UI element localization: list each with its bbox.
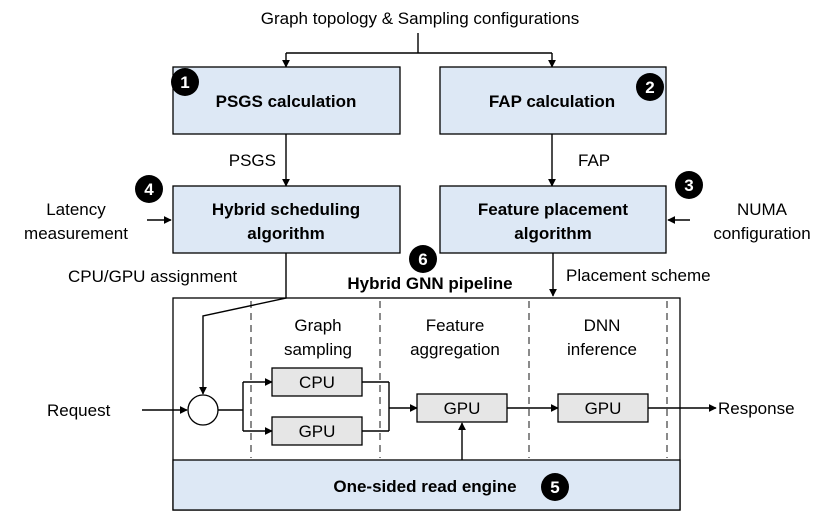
badge-2: 2 <box>636 73 664 101</box>
badge-6: 6 <box>409 245 437 273</box>
badge-1: 1 <box>171 68 199 96</box>
fap-edge-label: FAP <box>578 151 610 170</box>
feature-placement-line2: algorithm <box>514 224 591 243</box>
latency-label-line2: measurement <box>24 224 128 243</box>
request-label: Request <box>47 401 111 420</box>
top-split-arrows <box>282 33 556 68</box>
placement-scheme-label: Placement scheme <box>566 266 711 285</box>
psgs-edge-label: PSGS <box>229 151 276 170</box>
sampling-cpu-unit: CPU <box>271 367 363 397</box>
badge-3: 3 <box>675 171 703 199</box>
sampling-gpu-label: GPU <box>299 422 336 441</box>
read-engine-label: One-sided read engine <box>333 477 516 496</box>
aggregation-gpu-unit: GPU <box>416 393 508 423</box>
hybrid-scheduling-line2: algorithm <box>247 224 324 243</box>
fap-calculation-label: FAP calculation <box>489 92 615 111</box>
stage-dnn-inference-line2: inference <box>567 340 637 359</box>
sampling-cpu-label: CPU <box>299 373 335 392</box>
feature-placement-line1: Feature placement <box>478 200 629 219</box>
stage-feature-aggregation-line1: Feature <box>426 316 485 335</box>
stage-graph-sampling-line2: sampling <box>284 340 352 359</box>
hybrid-scheduling-box: Hybrid scheduling algorithm <box>172 185 401 254</box>
numa-label-line2: configuration <box>713 224 810 243</box>
dispatcher-node <box>187 394 219 426</box>
stage-graph-sampling-line1: Graph <box>294 316 341 335</box>
badge-5: 5 <box>541 473 569 501</box>
psgs-calculation-box: PSGS calculation <box>172 66 401 135</box>
inference-gpu-label: GPU <box>585 399 622 418</box>
assignment-arrow <box>199 253 287 395</box>
numa-label-line1: NUMA <box>737 200 788 219</box>
badge-4-number: 4 <box>144 180 154 199</box>
badge-3-number: 3 <box>684 176 693 195</box>
inference-gpu-unit: GPU <box>557 393 649 423</box>
feature-placement-box: Feature placement algorithm <box>439 185 667 254</box>
response-label: Response <box>718 399 795 418</box>
sampling-gpu-unit: GPU <box>271 416 363 446</box>
badge-6-number: 6 <box>418 250 427 269</box>
aggregation-gpu-label: GPU <box>444 399 481 418</box>
pipeline-title: Hybrid GNN pipeline <box>347 274 512 293</box>
badge-5-number: 5 <box>550 478 559 497</box>
latency-label-line1: Latency <box>46 200 106 219</box>
merge-branches <box>362 381 418 432</box>
stage-dividers <box>250 301 668 458</box>
psgs-calculation-label: PSGS calculation <box>216 92 357 111</box>
hybrid-scheduling-line1: Hybrid scheduling <box>212 200 360 219</box>
badge-1-number: 1 <box>180 73 189 92</box>
dispatch-branches <box>218 378 273 435</box>
stage-feature-aggregation-line2: aggregation <box>410 340 500 359</box>
read-engine-box: One-sided read engine <box>172 459 681 511</box>
fap-calculation-box: FAP calculation <box>439 66 667 135</box>
badge-2-number: 2 <box>645 78 654 97</box>
cpu-gpu-assignment-label: CPU/GPU assignment <box>68 267 237 286</box>
stage-dnn-inference-line1: DNN <box>584 316 621 335</box>
badge-4: 4 <box>135 175 163 203</box>
top-input-label: Graph topology & Sampling configurations <box>261 9 579 28</box>
